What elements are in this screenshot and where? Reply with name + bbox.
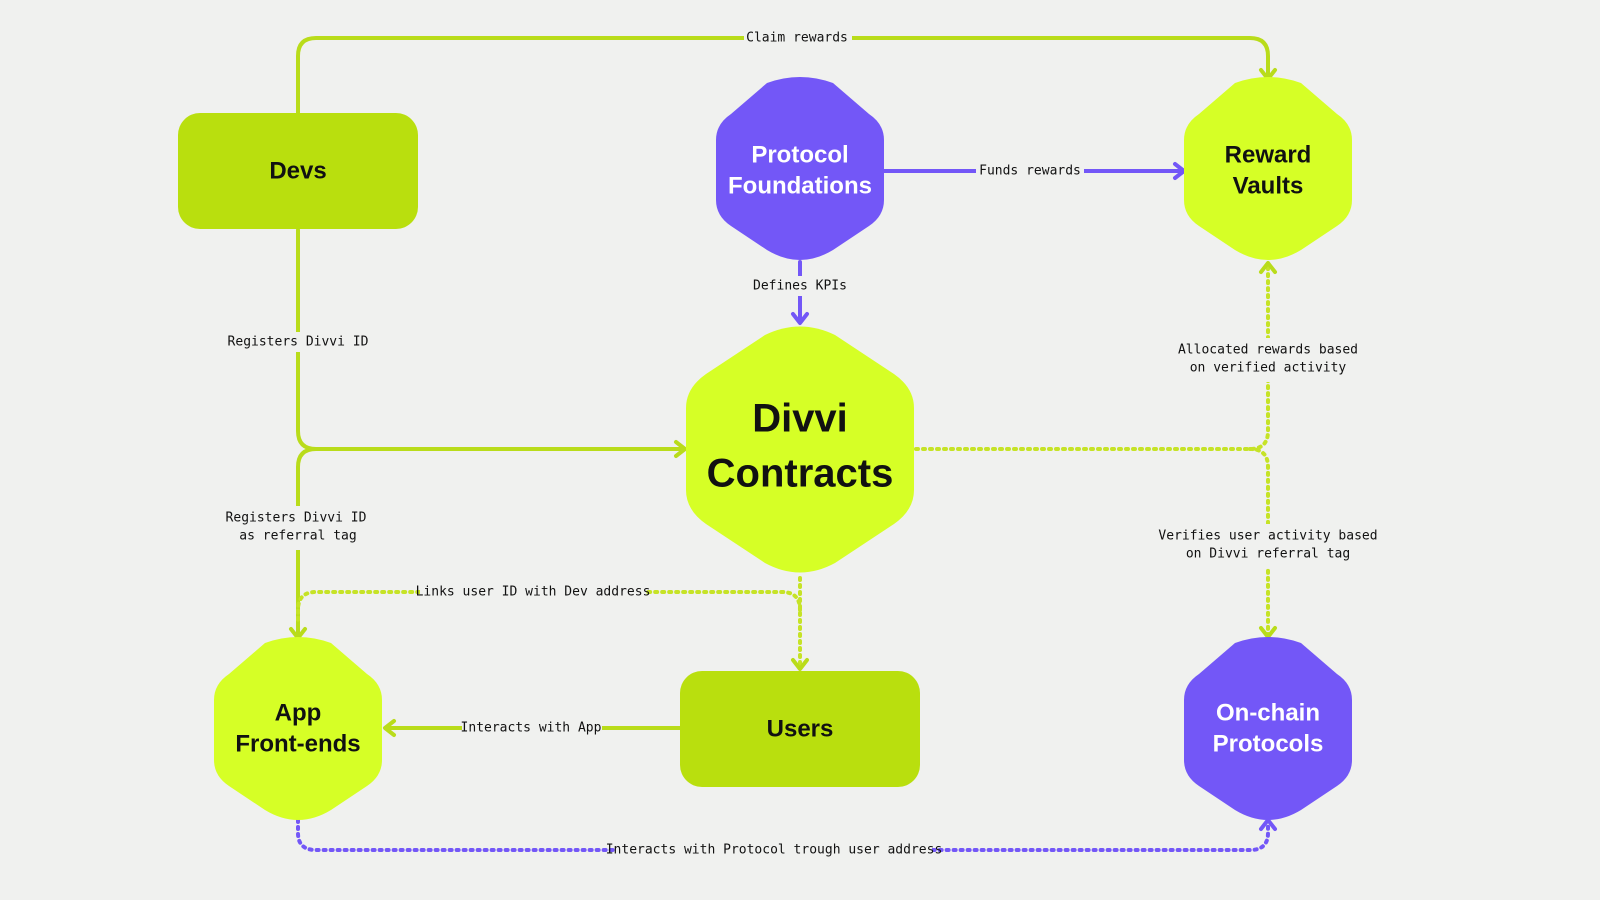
node-app-frontends: App Front-ends [214,637,382,820]
edge-registers-referral-tag: Registers Divvi ID as referral tag [226,447,368,640]
edge-divvi-to-right: Allocated rewards based on verified acti… [914,261,1378,639]
node-divvi-contracts-line2: Contracts [707,452,894,496]
edge-claim-rewards: Claim rewards [296,28,1277,115]
edge-registers-divvi-id: Registers Divvi ID [228,228,687,458]
node-app-frontends-line1: App [275,699,322,726]
node-onchain-protocols: On-chain Protocols [1184,637,1352,820]
node-app-frontends-line2: Front-ends [235,730,360,757]
node-devs: Devs [178,113,418,229]
edge-funds-rewards: Funds rewards [882,161,1186,181]
edge-label-interacts-with-app: Interacts with App [461,721,602,736]
edge-label-links-user-id: Links user ID with Dev address [416,585,651,600]
edge-label-interacts-with-protocol: Interacts with Protocol trough user addr… [606,843,943,858]
node-devs-label: Devs [269,157,326,184]
edge-label-registers-referral-line1: Registers Divvi ID [226,511,367,526]
node-reward-vaults-line1: Reward [1225,141,1312,168]
edge-label-defines-kpis: Defines KPIs [753,279,847,294]
node-users-label: Users [767,715,834,742]
edge-label-verifies-line2: on Divvi referral tag [1186,547,1350,562]
node-onchain-protocols-line2: Protocols [1213,730,1324,757]
node-protocol-foundations-line1: Protocol [751,141,848,168]
edge-defines-kpis: Defines KPIs [750,260,850,325]
node-protocol-foundations-line2: Foundations [728,172,872,199]
node-reward-vaults-line2: Vaults [1233,172,1304,199]
edge-label-allocated-line2: on verified activity [1190,361,1347,376]
edge-label-registers-divvi-id: Registers Divvi ID [228,335,369,350]
edge-links-user-id: Links user ID with Dev address [296,576,809,671]
edge-label-claim-rewards: Claim rewards [746,31,848,46]
edge-label-registers-referral-line2: as referral tag [239,529,356,544]
node-protocol-foundations: Protocol Foundations [716,77,884,260]
node-users: Users [680,671,920,787]
edge-label-verifies-line1: Verifies user activity based [1158,529,1377,544]
node-onchain-protocols-line1: On-chain [1216,699,1320,726]
node-reward-vaults: Reward Vaults [1184,77,1352,260]
node-divvi-contracts: Divvi Contracts [686,326,914,573]
edge-interacts-with-app: Interacts with App [383,718,682,738]
node-divvi-contracts-line1: Divvi [752,397,848,441]
edge-interacts-with-protocol: Interacts with Protocol trough user addr… [296,818,1277,860]
edge-label-funds-rewards: Funds rewards [979,164,1081,179]
edge-label-allocated-line1: Allocated rewards based [1178,343,1358,358]
